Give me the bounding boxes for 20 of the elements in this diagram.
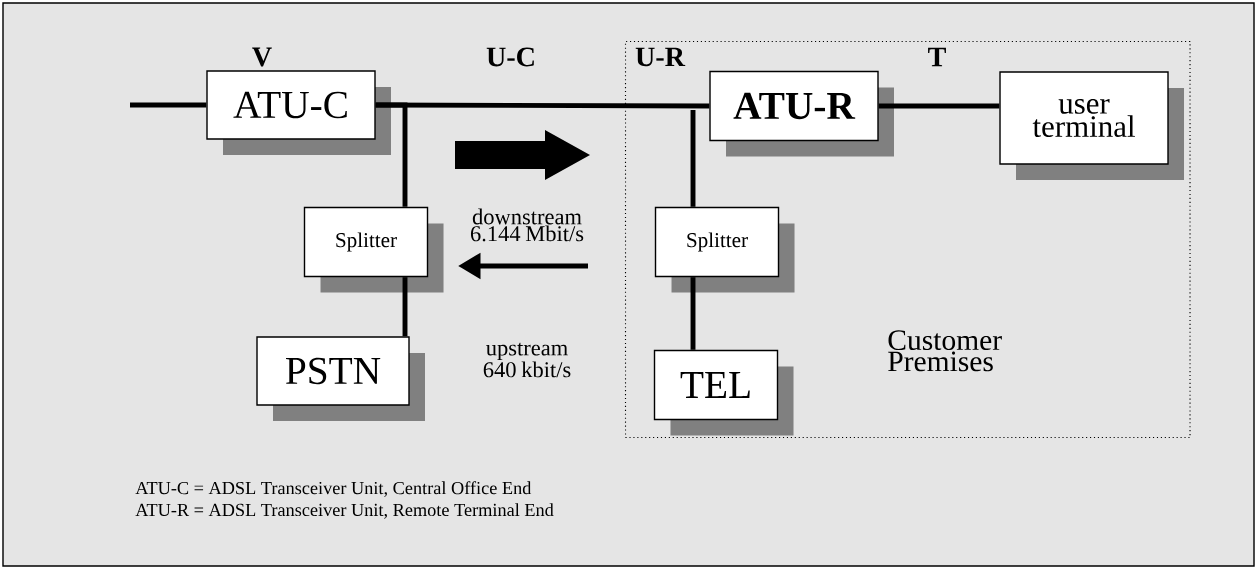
rate-label: upstream 640 kbit/s (483, 342, 571, 378)
line (878, 103, 1000, 109)
footnote: ATU-C = ADSL Transceiver Unit, Central Office End (135, 481, 532, 497)
interface-label: U-R (635, 47, 686, 67)
shadowed-box: user terminal (999, 71, 1184, 180)
line (375, 102, 408, 207)
shadowed-box: PSTN (256, 336, 425, 421)
shadowed-box: Splitter (303, 206, 444, 293)
interface-label: T (928, 47, 946, 67)
shadowed-box: TEL (653, 349, 794, 436)
line (690, 277, 696, 350)
shadowed-box: Splitter (654, 206, 795, 293)
shadowed-box: ATU-R (709, 70, 894, 157)
shadowed-box: ATU-C (206, 70, 391, 155)
interface-label: U-C (486, 47, 534, 67)
footnote: ATU-R = ADSL Transceiver Unit, Remote Terminal End (135, 503, 554, 519)
line (130, 102, 207, 108)
rate-label: downstream 6.144 Mbit/s (470, 208, 584, 242)
line (402, 277, 408, 337)
line (690, 110, 696, 207)
